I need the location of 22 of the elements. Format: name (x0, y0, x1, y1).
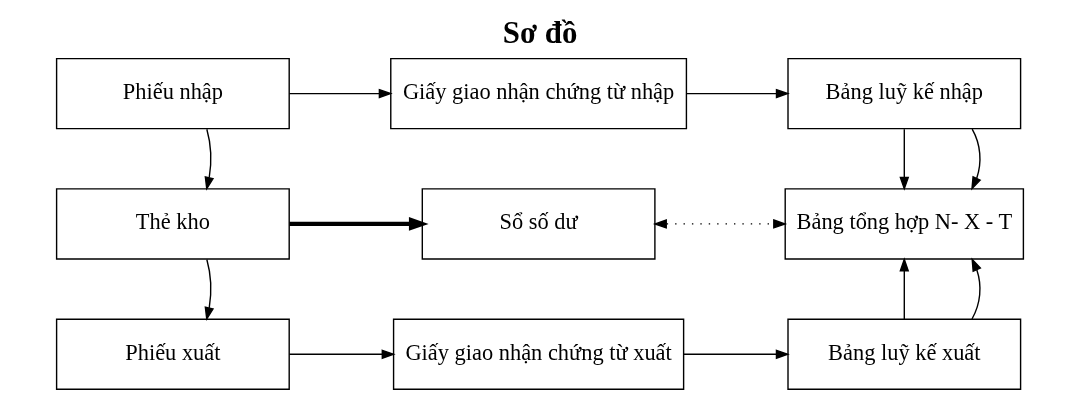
diagram-title: Sơ đồ (502, 15, 578, 50)
arrow (288, 349, 396, 360)
node-box: Giấy giao nhận chứng từ xuất (392, 318, 685, 390)
node-box: Giấy giao nhận chứng từ nhập (390, 57, 688, 130)
arrow (685, 88, 790, 99)
node-box: Bảng luỹ kế xuất (787, 318, 1022, 390)
node-box: Bảng luỹ kế nhập (787, 57, 1022, 130)
node-box: Phiếu nhập (55, 57, 290, 130)
node-box: Bảng tổng hợp N- X - T (784, 188, 1025, 260)
arrow (683, 349, 790, 360)
node-box: Thẻ kho (55, 188, 290, 260)
arrow (899, 257, 910, 320)
arrow (204, 258, 215, 322)
arrow (204, 128, 215, 191)
arrow (652, 219, 788, 229)
arrow (288, 88, 393, 99)
arrow (971, 128, 982, 191)
arrow (971, 257, 982, 320)
node-box: Sổ số dư (421, 188, 656, 260)
arrow (899, 128, 910, 191)
arrow (289, 217, 429, 231)
node-box: Phiếu xuất (55, 318, 290, 390)
